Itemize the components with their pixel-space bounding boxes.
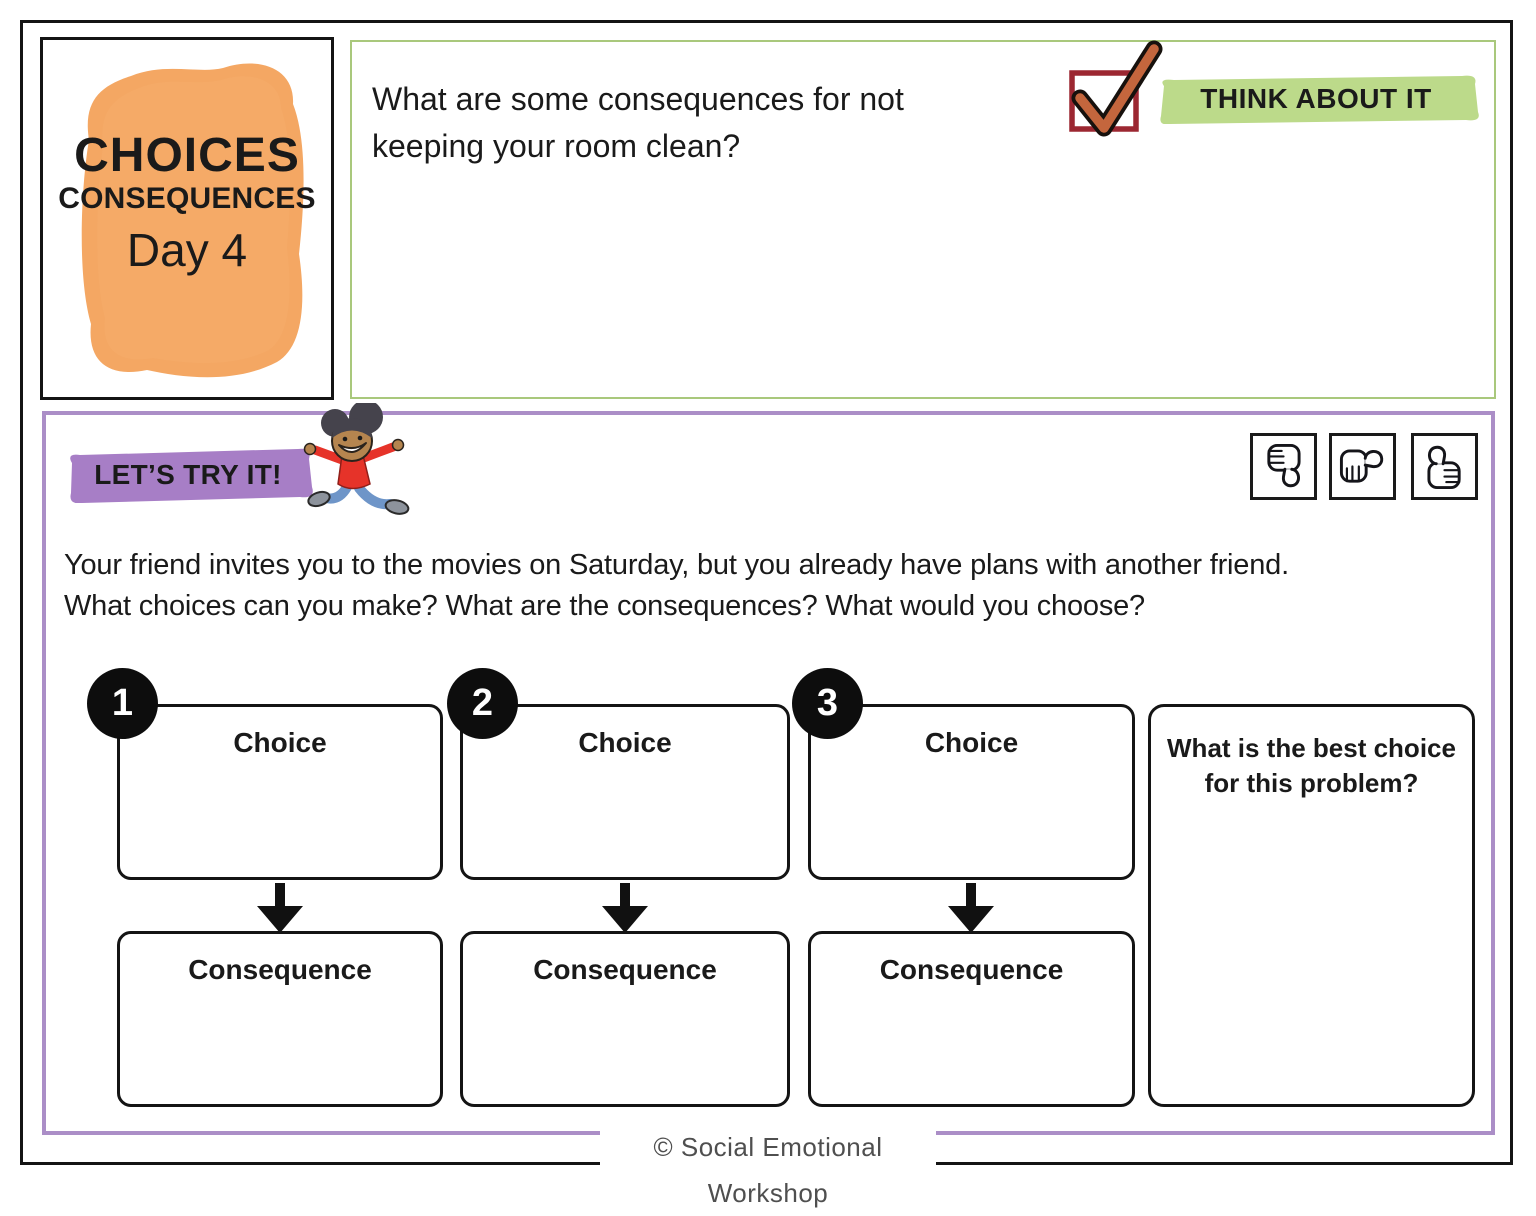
choice-box-2[interactable]: Choice (460, 704, 790, 880)
think-about-it-panel: What are some consequences for not keepi… (350, 40, 1496, 399)
choice-box-1[interactable]: Choice (117, 704, 443, 880)
step-number-badge-3: 3 (792, 668, 863, 739)
think-about-it-banner: THINK ABOUT IT (1152, 74, 1480, 124)
lets-try-it-label: LET’S TRY IT! (94, 459, 282, 490)
thumbs-down-icon (1267, 443, 1301, 488)
arrow-down-icon (948, 883, 994, 933)
choice-box-3[interactable]: Choice (808, 704, 1135, 880)
question-text: What are some consequences for not keepi… (372, 81, 904, 164)
think-about-it-label: THINK ABOUT IT (1200, 83, 1432, 114)
title-consequences: CONSEQUENCES (58, 182, 316, 215)
consequence-label: Consequence (879, 954, 1064, 985)
thumbs-sideways-button[interactable] (1329, 433, 1396, 500)
purple-highlight (70, 448, 313, 503)
arrow-down-icon (257, 883, 303, 933)
scenario-line-1: Your friend invites you to the movies on… (64, 549, 1289, 581)
watercolor-blob (81, 63, 304, 378)
consequence-box-1[interactable]: Consequence (117, 931, 443, 1107)
choice-label: Choice (233, 727, 327, 758)
checkmark-icon (1064, 40, 1168, 144)
consequence-box-2[interactable]: Consequence (460, 931, 790, 1107)
arrow-down-icon (602, 883, 648, 933)
lets-try-it-panel: LET’S TRY IT! (42, 400, 1495, 1135)
thumbs-down-button[interactable] (1250, 433, 1317, 500)
consequence-box-3[interactable]: Consequence (808, 931, 1135, 1107)
thumbs-sideways-icon (1339, 449, 1384, 483)
consequence-label: Consequence (188, 954, 372, 985)
lets-try-it-banner: LET’S TRY IT! (62, 447, 314, 503)
green-highlight (1160, 75, 1479, 124)
best-choice-prompt: What is the best choice for this problem… (1167, 733, 1456, 798)
thumbs-up-button[interactable] (1411, 433, 1478, 500)
choice-label: Choice (578, 727, 672, 758)
scenario-line-2: What choices can you make? What are the … (64, 590, 1145, 622)
choice-label: Choice (924, 727, 1019, 758)
title-card: CHOICES CONSEQUENCES Day 4 (40, 37, 334, 400)
thumbs-up-icon (1427, 445, 1461, 490)
title-choices: CHOICES (74, 129, 300, 182)
running-girl-illustration (295, 400, 425, 533)
best-choice-box[interactable]: What is the best choice for this problem… (1148, 704, 1475, 1107)
copyright-footer: © Social Emotional Workshop (600, 1124, 936, 1208)
copyright-text: © Social Emotional Workshop (653, 1132, 883, 1208)
title-day: Day 4 (126, 224, 248, 276)
step-number-badge-1: 1 (87, 668, 158, 739)
consequence-label: Consequence (533, 954, 717, 985)
step-number-badge-2: 2 (447, 668, 518, 739)
scenario-text: Your friend invites you to the movies on… (64, 545, 1289, 627)
